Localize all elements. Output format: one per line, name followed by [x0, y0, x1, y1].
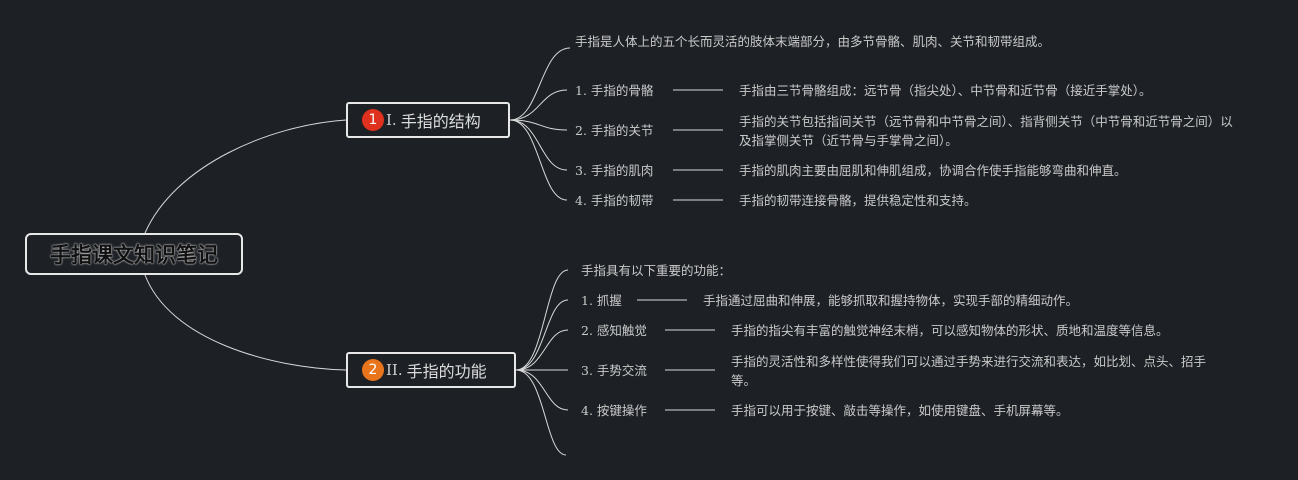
item-label: 手势交流: [596, 363, 647, 378]
item-label: 按键操作: [596, 403, 647, 418]
connector-root-branch2: [144, 274, 347, 371]
branch-title: 手指的结构: [400, 112, 481, 131]
list-item-label[interactable]: 2. 手指的关节: [575, 121, 653, 140]
list-item-detail[interactable]: 手指由三节骨骼组成：远节骨（指尖处）、中节骨和近节骨（接近手掌处）。: [739, 83, 1152, 98]
list-item-detail[interactable]: 手指的肌肉主要由屈肌和伸肌组成，协调合作使手指能够弯曲和伸直。: [739, 163, 1127, 178]
list-item-detail[interactable]: 手指可以用于按键、敲击等操作，如使用键盘、手机屏幕等。: [731, 403, 1069, 418]
item-label: 手指的肌肉: [590, 163, 654, 178]
connector-root-branch1: [144, 119, 347, 234]
connector-b1-item2: [509, 119, 568, 131]
connector-b1-intro: [509, 47, 571, 121]
list-item-label[interactable]: 4. 按键操作: [581, 401, 647, 420]
branch1-intro[interactable]: 手指是人体上的五个长而灵活的肢体末端部分，由多节骨骼、肌肉、关节和韧带组成。: [575, 34, 1051, 49]
list-item-label[interactable]: 3. 手势交流: [581, 361, 647, 380]
root-topic[interactable]: 手指课文知识笔记: [25, 233, 243, 275]
branch-function[interactable]: 2 II. 手指的功能: [346, 352, 516, 388]
connector-b2-item2: [515, 329, 569, 371]
branch-structure[interactable]: 1 I. 手指的结构: [346, 102, 510, 138]
connector-b1-item4: [509, 119, 568, 201]
priority-1-icon: 1: [362, 109, 384, 131]
root-title: 手指课文知识笔记: [50, 243, 218, 267]
list-item-detail[interactable]: 手指的关节包括指间关节（远节骨和中节骨之间）、指背侧关节（中节骨和近节骨之间）以…: [739, 114, 1233, 148]
item-number: 2.: [581, 323, 593, 338]
connector-b2-trailing: [515, 369, 567, 456]
list-item-label[interactable]: 4. 手指的韧带: [575, 191, 653, 210]
item-label: 手指的关节: [590, 123, 654, 138]
item-number: 2.: [575, 123, 587, 138]
list-item-label[interactable]: 3. 手指的肌肉: [575, 161, 653, 180]
branch-number: I.: [386, 111, 397, 129]
connector-b2-item4: [515, 369, 569, 411]
item-label: 抓握: [596, 293, 622, 308]
list-item-label[interactable]: 2. 感知触觉: [581, 321, 647, 340]
item-number: 1.: [581, 293, 593, 308]
item-label: 手指的骨骼: [590, 83, 654, 98]
item-label: 感知触觉: [596, 323, 647, 338]
item-number: 4.: [581, 403, 593, 418]
list-item-detail[interactable]: 手指的灵活性和多样性使得我们可以通过手势来进行交流和表达，如比划、点头、招手等。: [731, 354, 1207, 388]
item-number: 4.: [575, 193, 587, 208]
item-label: 手指的韧带: [590, 193, 654, 208]
item-number: 3.: [581, 363, 593, 378]
branch2-intro[interactable]: 手指具有以下重要的功能：: [581, 263, 732, 278]
list-item-label[interactable]: 1. 抓握: [581, 291, 622, 310]
connector-b1-item1: [509, 89, 568, 121]
branch-number: II.: [386, 361, 403, 379]
list-item-detail[interactable]: 手指通过屈曲和伸展，能够抓取和握持物体，实现手部的精细动作。: [703, 293, 1079, 308]
connector-b2-intro: [515, 269, 569, 371]
branch-title: 手指的功能: [406, 362, 487, 381]
connector-b2-item1: [515, 299, 569, 371]
item-number: 3.: [575, 163, 587, 178]
connector-b1-item3: [509, 119, 568, 171]
item-number: 1.: [575, 83, 587, 98]
priority-2-icon: 2: [362, 359, 384, 381]
list-item-detail[interactable]: 手指的指尖有丰富的触觉神经末梢，可以感知物体的形状、质地和温度等信息。: [731, 323, 1169, 338]
list-item-detail[interactable]: 手指的韧带连接骨骼，提供稳定性和支持。: [739, 193, 977, 208]
list-item-label[interactable]: 1. 手指的骨骼: [575, 81, 653, 100]
